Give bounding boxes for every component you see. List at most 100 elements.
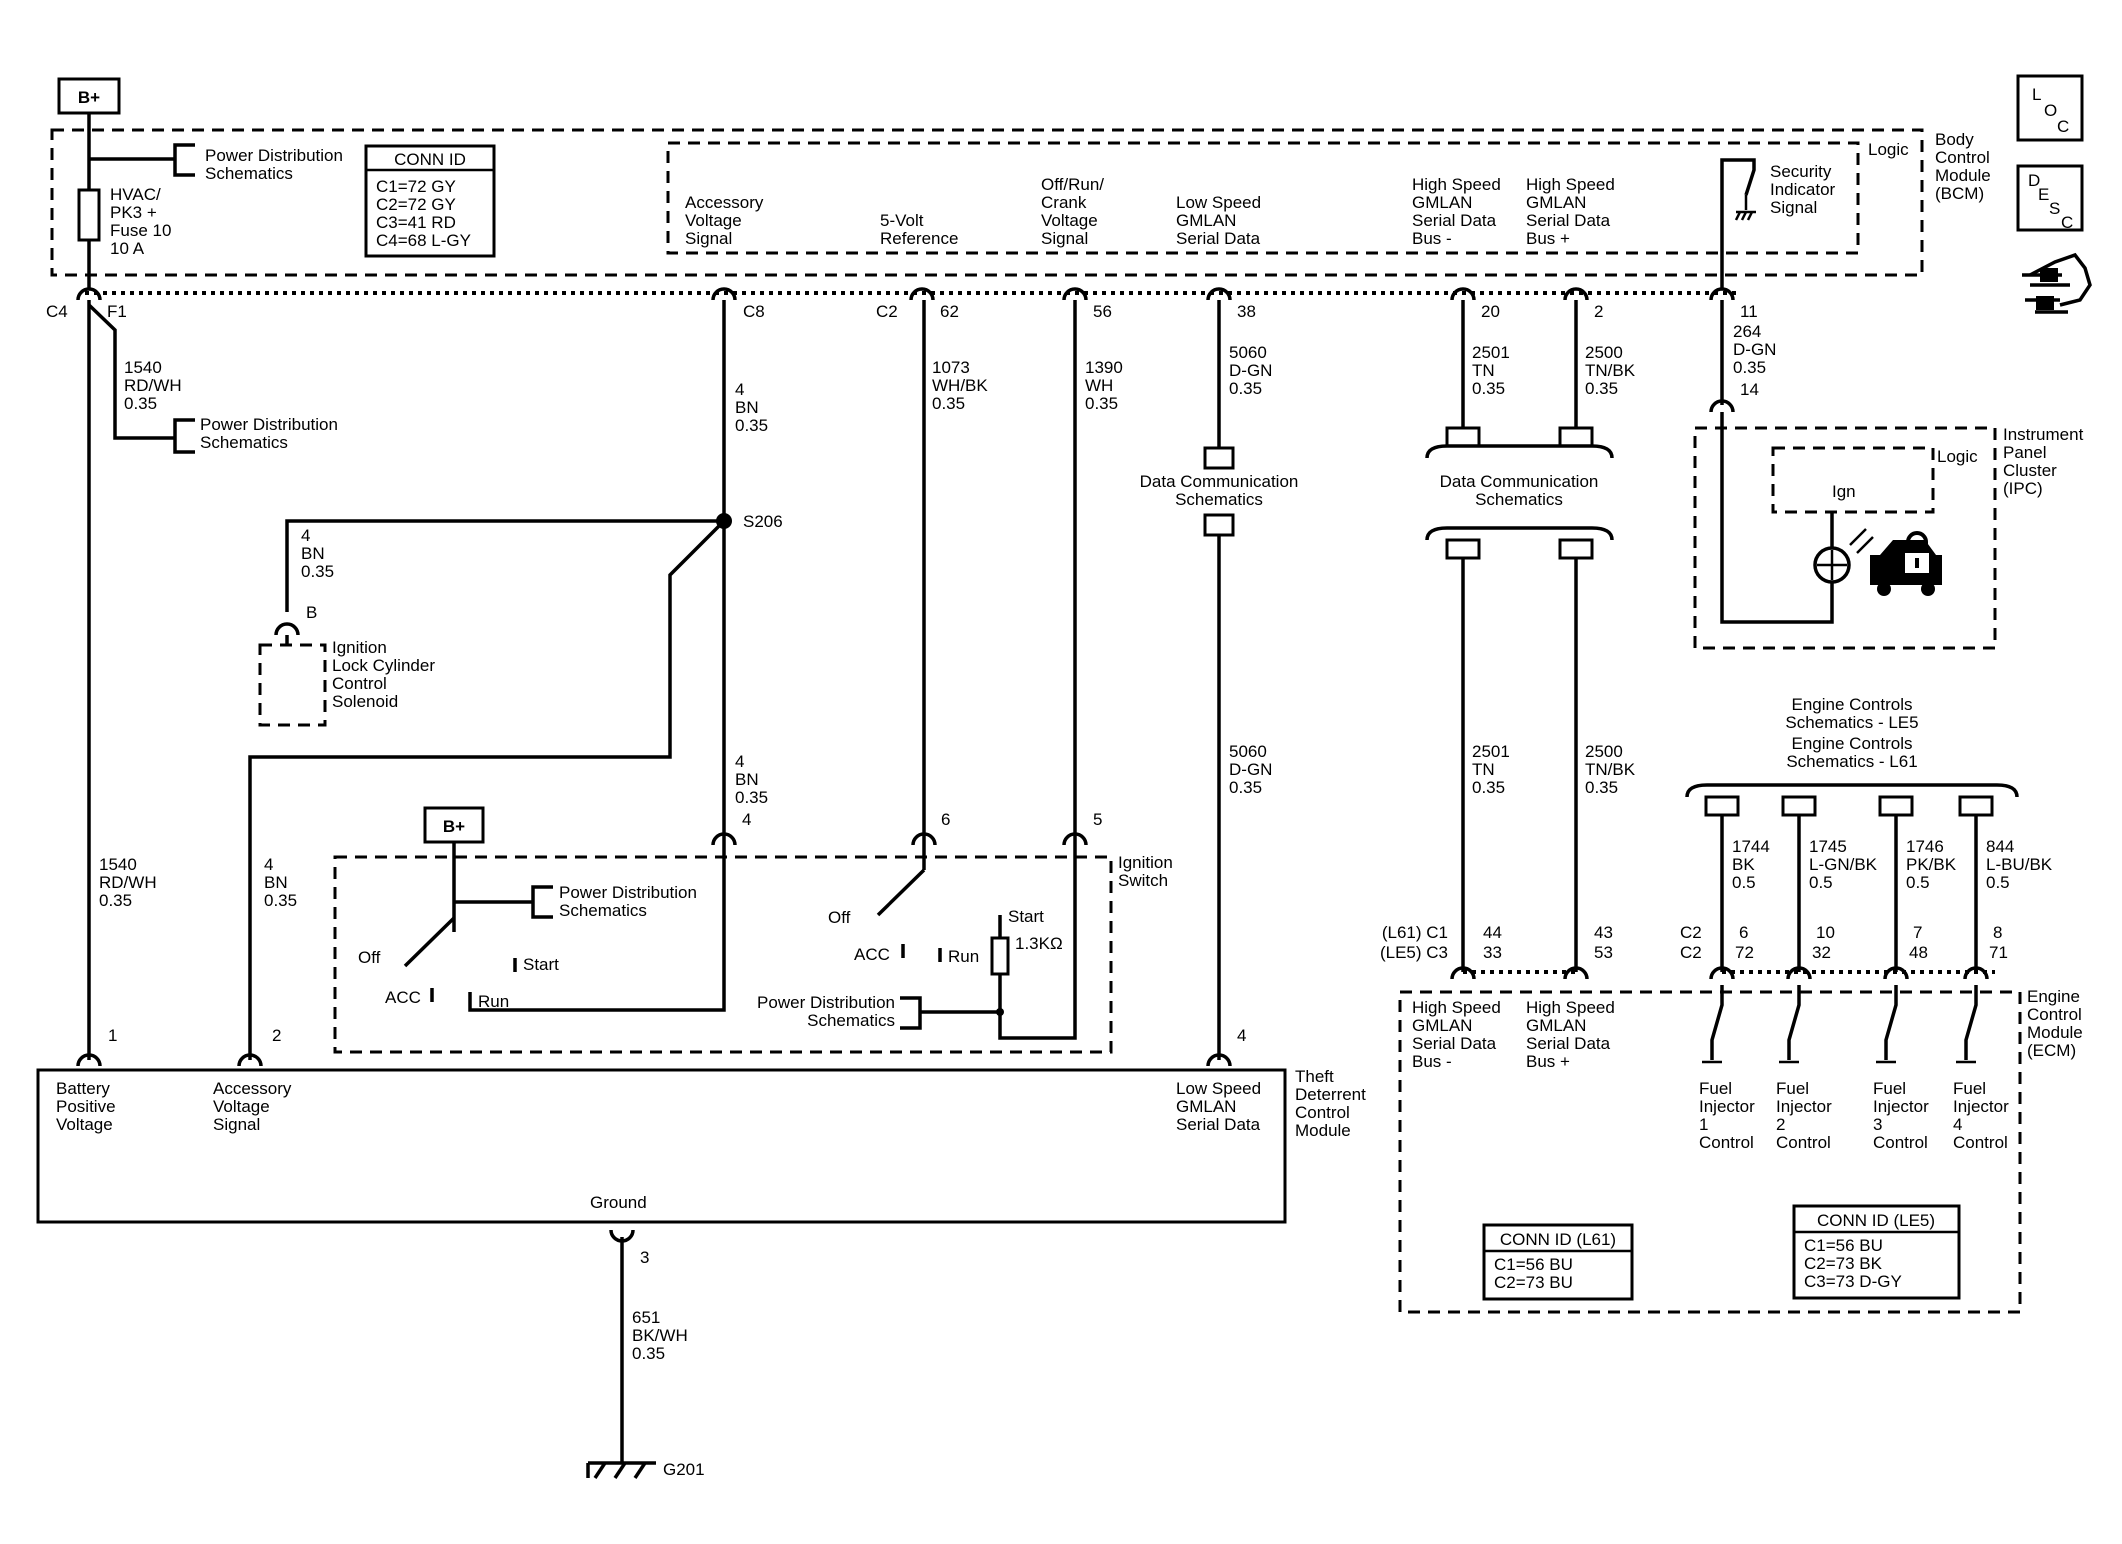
pin-c2: C2 — [876, 302, 898, 321]
w1073-1: 1073 — [932, 358, 970, 377]
ign-pds-inner-1: Power Distribution — [559, 883, 697, 902]
desc-icon[interactable]: D E S C — [2016, 164, 2084, 232]
w651-2: BK/WH — [632, 1326, 688, 1345]
w4b-1: 4 — [301, 526, 310, 545]
ecm-r1-44: 44 — [1483, 923, 1502, 942]
bcm-title-4: (BCM) — [1935, 184, 1984, 203]
w2501b-2: TN — [1472, 760, 1495, 779]
loc-l: L — [2032, 85, 2041, 104]
pin-62: 62 — [940, 302, 959, 321]
tdcm-acc-3: Signal — [213, 1115, 260, 1134]
w4c-3: 0.35 — [735, 788, 768, 807]
bcm-pin-terminals — [76, 287, 1735, 301]
tdcm-bat-2: Positive — [56, 1097, 116, 1116]
ecm-hsm-1: High Speed — [1412, 998, 1501, 1017]
ecm-r2-72: 72 — [1735, 943, 1754, 962]
ign-pds-2: Schematics — [807, 1011, 895, 1030]
w4d-1: 4 — [264, 855, 273, 874]
w1745-3: 0.5 — [1809, 873, 1833, 892]
ign-pds-inner-2: Schematics — [559, 901, 647, 920]
w1746-2: PK/BK — [1906, 855, 1957, 874]
ignition-switch: Ignition Switch 4 6 5 B+ Power Distribut… — [333, 806, 1173, 1054]
w264-2: D-GN — [1733, 340, 1776, 359]
dcs1-2: Schematics — [1175, 490, 1263, 509]
w844-1: 844 — [1986, 837, 2014, 856]
desc-e: E — [2038, 185, 2049, 204]
ecm-conn-le5-title: CONN ID (LE5) — [1817, 1211, 1935, 1230]
w1390-2: WH — [1085, 376, 1113, 395]
w4b-2: BN — [301, 544, 325, 563]
engine-controls-ref: Engine Controls Schematics - LE5 Engine … — [1685, 695, 2053, 972]
inj1-1: Fuel — [1699, 1079, 1732, 1098]
bcm-ign-3: Voltage — [1041, 211, 1098, 230]
injector-switches — [1702, 985, 1978, 1064]
pin-f1: F1 — [107, 302, 127, 321]
ecm-conn-le5-3: C3=73 D-GY — [1804, 1272, 1902, 1291]
w264-3: 0.35 — [1733, 358, 1766, 377]
pin-14: 14 — [1740, 380, 1759, 399]
bcm-lsgm-3: Serial Data — [1176, 229, 1261, 248]
bcm-conn-c2: C2=72 GY — [376, 195, 456, 214]
wire-labels: 1540 RD/WH 0.35 4 BN 0.35 1073 WH/BK 0.3… — [99, 322, 1776, 1363]
tdcm-title-2: Deterrent — [1295, 1085, 1366, 1104]
loc-icon[interactable]: L O C — [2016, 74, 2084, 142]
ign-off2: Off — [828, 908, 851, 927]
tdcm-lsgm-3: Serial Data — [1176, 1115, 1261, 1134]
switch-contact-2 — [876, 868, 926, 917]
bcm-conn-title: CONN ID — [394, 150, 466, 169]
bcm-sec-1: Security — [1770, 162, 1832, 181]
fuse-label-2: PK3 + — [110, 203, 157, 222]
connector-hands-icon[interactable] — [2022, 252, 2092, 314]
inj1-2: Injector — [1699, 1097, 1755, 1116]
pin-20: 20 — [1481, 302, 1500, 321]
ecm-r1-7: 7 — [1913, 923, 1922, 942]
dcs2-2: Schematics — [1475, 490, 1563, 509]
ecm-r1-c2: C2 — [1680, 923, 1702, 942]
w1540b-3: 0.35 — [99, 891, 132, 910]
w4b-3: 0.35 — [301, 562, 334, 581]
ecm-hsm-2: GMLAN — [1412, 1016, 1472, 1035]
ecm-title-3: Module — [2027, 1023, 2083, 1042]
ecm-conn-l61-title: CONN ID (L61) — [1500, 1230, 1616, 1249]
w844-3: 0.5 — [1986, 873, 2010, 892]
w1540b-2: RD/WH — [99, 873, 157, 892]
ign-title-2: Switch — [1118, 871, 1168, 890]
ecm-hsp-1: High Speed — [1526, 998, 1615, 1017]
w5060-3: 0.35 — [1229, 379, 1262, 398]
ecm-r1-conn: (L61) C1 — [1382, 923, 1448, 942]
pin-11: 11 — [1740, 302, 1758, 321]
ipc-logic: Logic — [1937, 447, 1978, 466]
tdcm-title-4: Module — [1295, 1121, 1351, 1140]
ecm-r2-c2: C2 — [1680, 943, 1702, 962]
ecm-r2-53: 53 — [1594, 943, 1613, 962]
bcm-ign-2: Crank — [1041, 193, 1087, 212]
tdcm-p1: 1 — [108, 1026, 117, 1045]
inj4-3: 4 — [1953, 1115, 1962, 1134]
ecm-title-4: (ECM) — [2027, 1041, 2076, 1060]
w4d-2: BN — [264, 873, 288, 892]
bcm-sec-2: Indicator — [1770, 180, 1836, 199]
inj1-4: Control — [1699, 1133, 1754, 1152]
bcm-hsp-2: GMLAN — [1526, 193, 1586, 212]
ipc-title-2: Panel — [2003, 443, 2046, 462]
w2500-2: TN/BK — [1585, 361, 1636, 380]
w1390-1: 1390 — [1085, 358, 1123, 377]
desc-d: D — [2028, 171, 2040, 190]
switch-contact-1 — [403, 916, 456, 968]
pin-38: 38 — [1237, 302, 1256, 321]
bcm-module: Body Control Module (BCM) Logic Power Di… — [50, 128, 1991, 290]
pin-2: 2 — [1594, 302, 1603, 321]
bcm-hsm-2: GMLAN — [1412, 193, 1472, 212]
bcm-lsgm-1: Low Speed — [1176, 193, 1261, 212]
ign-p6: 6 — [941, 810, 950, 829]
w2501b-3: 0.35 — [1472, 778, 1505, 797]
w5060b-2: D-GN — [1229, 760, 1272, 779]
g201: G201 — [663, 1460, 705, 1479]
ign-acc2: ACC — [854, 945, 890, 964]
loc-c: C — [2057, 117, 2069, 136]
inj3-2: Injector — [1873, 1097, 1929, 1116]
ecm-r1-43: 43 — [1594, 923, 1613, 942]
security-car-icon — [1870, 531, 1942, 596]
tdcm-p2: 2 — [272, 1026, 281, 1045]
